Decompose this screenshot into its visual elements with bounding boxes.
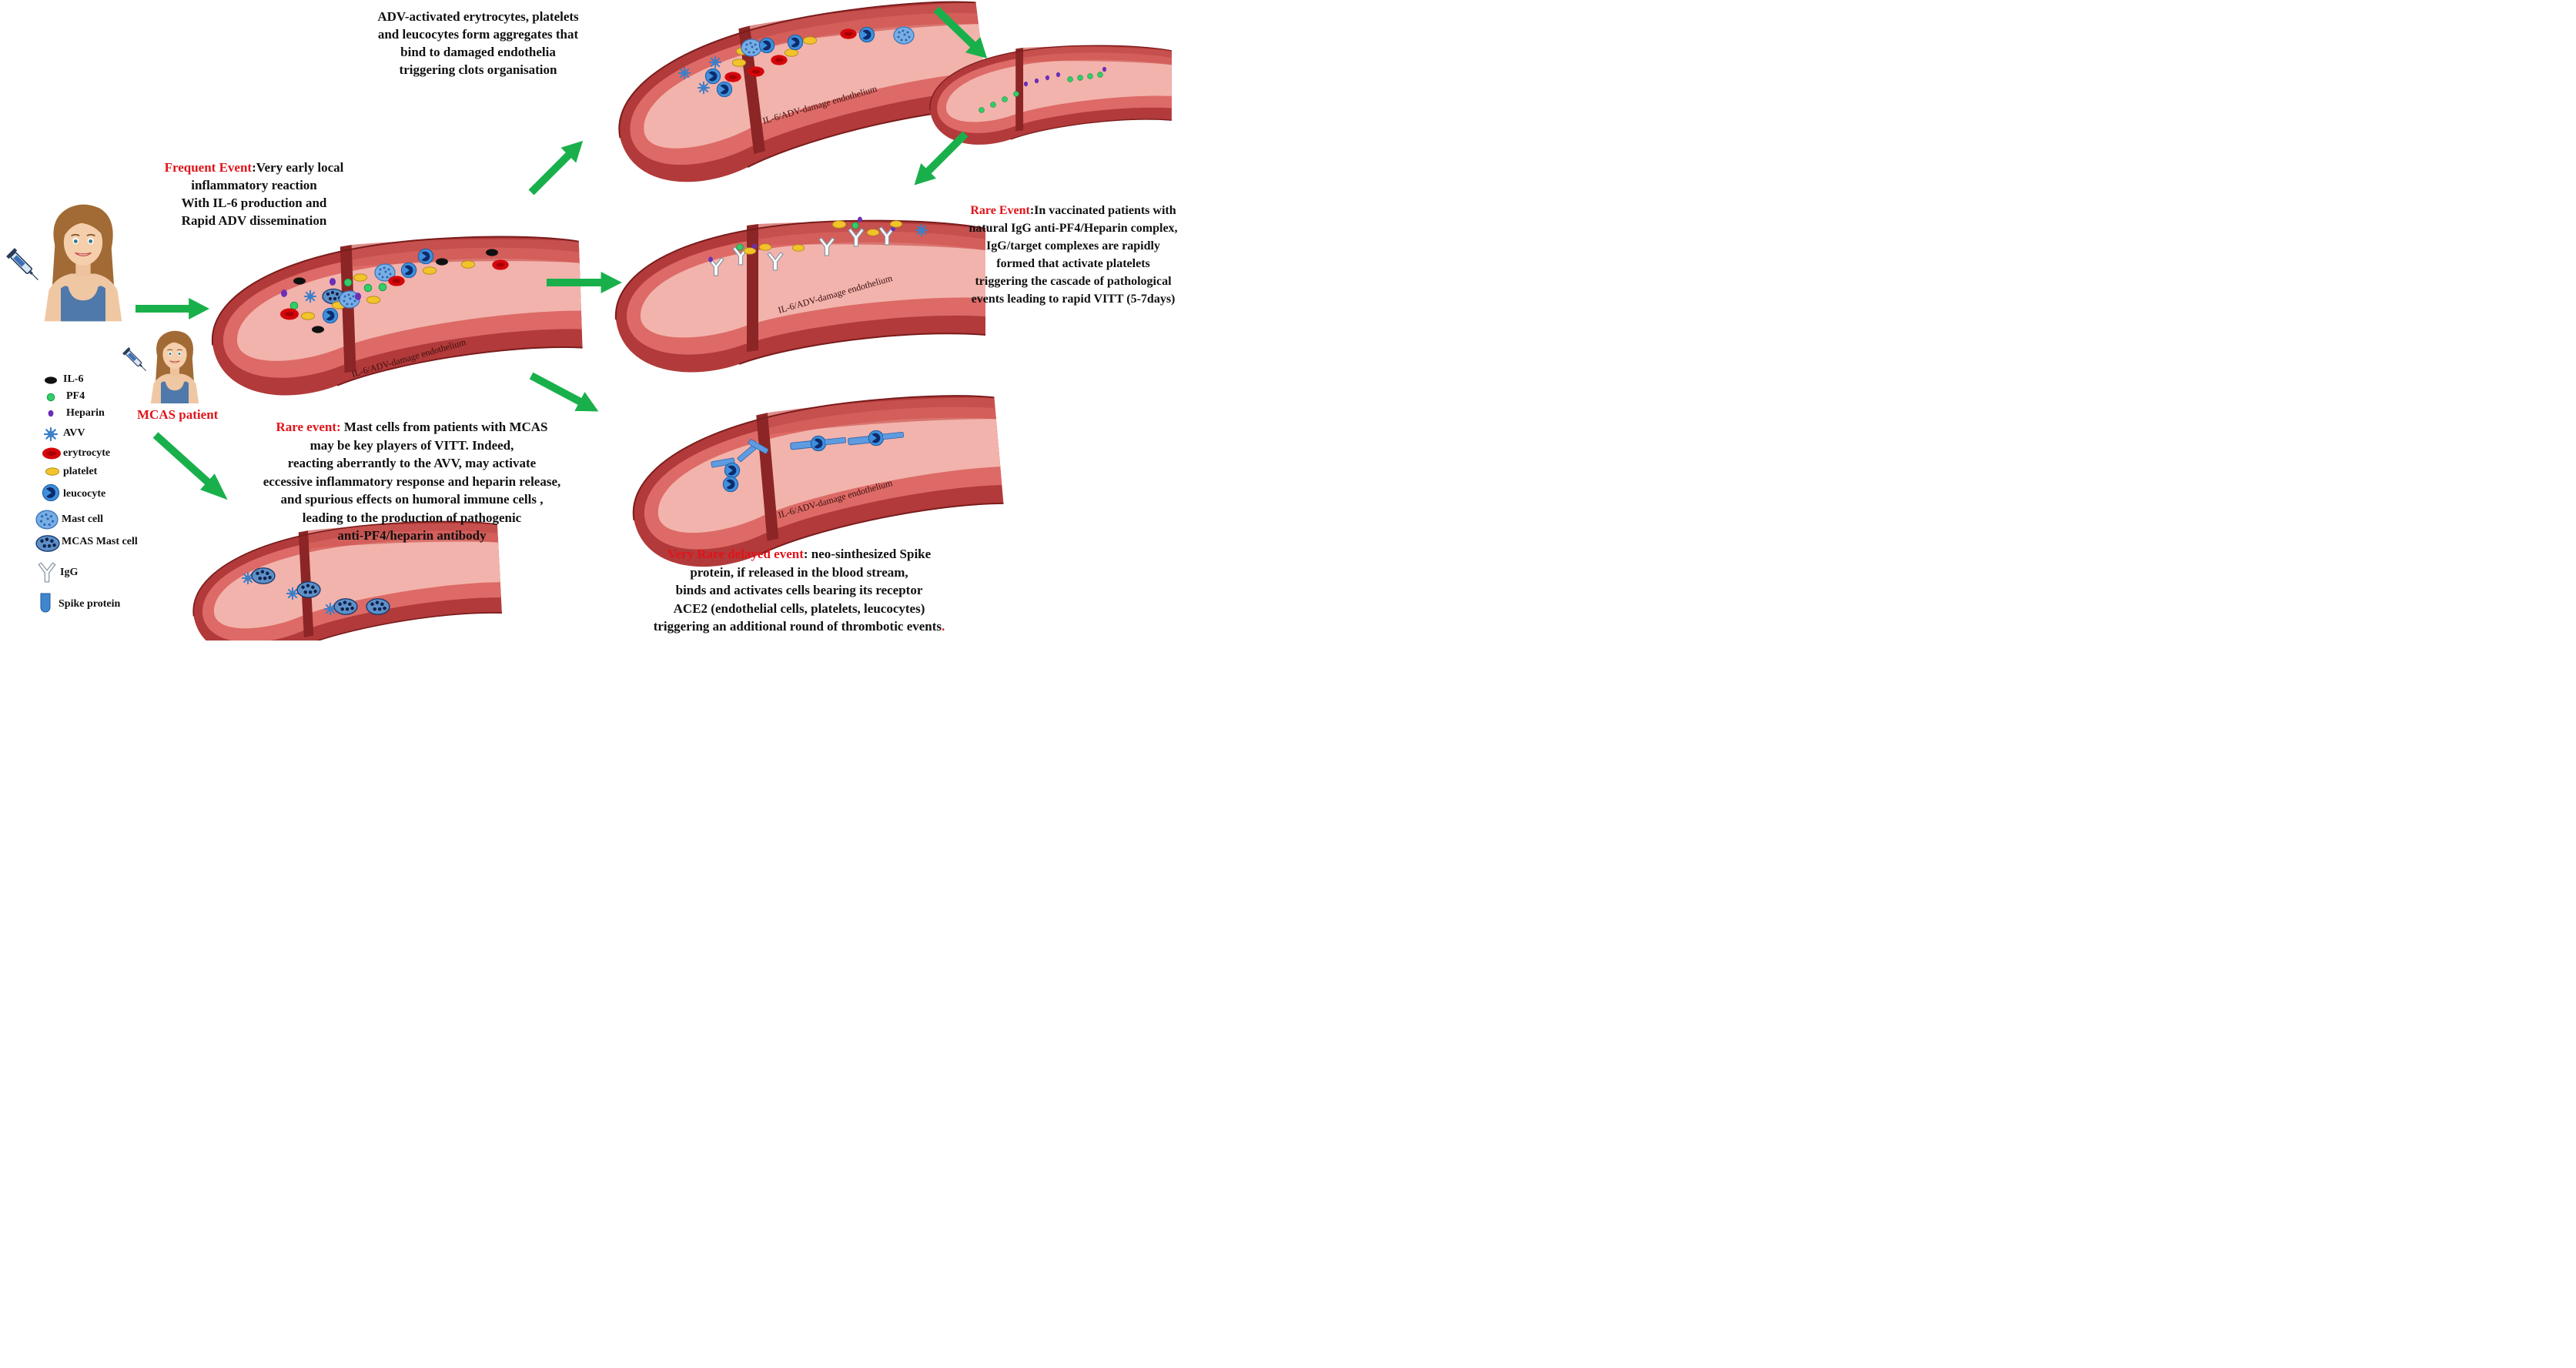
red-oval-icon [42,447,61,460]
patient-woman-icon [43,203,123,323]
mcas-patient-woman-icon [150,330,199,404]
text-line: eccessive inflammatory response and hepa… [263,473,561,489]
event-label: Rare event: [276,420,341,434]
event-label: Very Rare delayed event [667,547,804,561]
legend-label-il6: IL-6 [63,373,84,385]
mcas-patient-label: MCAS patient [137,407,219,422]
text-line-rest: :In vaccinated patients with [1029,204,1176,217]
blue-tube-icon [40,593,51,613]
legend-label-platelet: platelet [63,466,98,477]
legend-label-igg: IgG [60,567,79,578]
text-line-rest: :Very early local [252,160,344,175]
text-line: ADV-activated erytrocytes, platelets [377,9,579,24]
text-line: inflammatory reaction [191,178,317,192]
legend-label-pf4: PF4 [66,390,85,402]
text-line-rest: Mast cells from patients with MCAS [340,420,548,434]
event-label: Frequent Event [164,160,253,175]
text-line: triggering the cascade of pathological [975,275,1172,288]
text-line-body: triggering an additional round of thromb… [653,619,942,634]
yellow-oval-icon [45,467,60,476]
text-line: IgG/target complexes are rapidly [986,239,1160,253]
text-delayed-event: Very Rare delayed event: neo-sinthesized… [622,545,976,636]
diagram-canvas: IL-6/ADV-damage endothelium IL-6/ADV-dam… [0,0,1207,641]
text-line: leading to the production of pathogenic [302,510,522,525]
text-line: events leading to rapid VITT (5-7days) [971,293,1176,306]
text-line: Rare event: Mast cells from patients wit… [223,418,601,436]
syringe-icon [5,247,43,285]
dark-granular-cell-icon [35,535,60,552]
text-line: may be key players of VITT. Indeed, [309,437,514,453]
arrow-to-aggregates [524,132,591,200]
diagram-artwork: IL-6/ADV-damage endothelium IL-6/ADV-dam… [5,0,1173,641]
text-line: anti-PF4/heparin antibody [337,528,487,543]
text-line: bind to damaged endothelia [400,45,556,59]
y-antibody-icon [38,562,56,583]
syringe-icon [122,346,150,375]
text-line: Rapid ADV dissemination [181,213,327,228]
vessel-rare-event [614,219,986,373]
blue-star-icon [43,426,59,442]
text-line: ACE2 (endothelial cells, platelets, leuc… [673,600,925,616]
arrow-patient-to-vessel [135,298,209,319]
text-line: triggering an additional round of thromb… [622,617,976,636]
legend-label-mast-cell: Mast cell [62,513,104,525]
green-dot-icon [46,393,55,402]
text-line: protein, if released in the blood stream… [690,564,908,580]
legend-label-erytrocyte: erytrocyte [63,447,111,459]
text-aggregates: ADV-activated erytrocytes, platelets and… [343,8,613,79]
text-line: natural IgG anti-PF4/Heparin complex, [969,222,1178,235]
text-line-rest: : neo-sinthesized Spike [803,547,932,561]
arrow-to-spike [526,366,604,421]
legend-label-heparin: Heparin [66,407,105,419]
text-line: and leucocytes form aggregates that [377,27,579,42]
text-line: Rare Event:In vaccinated patients with [944,202,1203,219]
purple-dot-icon [48,410,54,417]
legend-label-spike-protein: Spike protein [59,598,121,610]
arrow-clot-to-rare [906,126,973,193]
legend-label-mcas-mast-cell: MCAS Mast cell [62,536,138,547]
text-line: Very Rare delayed event: neo-sinthesized… [622,545,976,564]
text-line: triggering clots organisation [399,62,557,77]
legend-label-leucocyte: leucocyte [63,488,106,500]
text-mcas-rare-event: Rare event: Mast cells from patients wit… [223,418,601,545]
vessel-frequent-event [208,232,585,399]
legend-label-avv: AVV [63,427,85,439]
blue-pacman-icon [42,483,60,502]
text-line: Frequent Event:Very early local [131,159,377,176]
black-oval-icon [45,376,57,384]
blue-granular-cell-icon [35,510,59,530]
text-line: reacting aberrantly to the AVV, may acti… [287,456,537,470]
text-line: and spurious effects on humoral immune c… [280,492,544,507]
text-rare-event: Rare Event:In vaccinated patients with n… [944,202,1203,308]
arrow-mcas-patient [148,426,236,508]
end-mark: . [942,619,945,634]
legend-icons [35,376,61,613]
event-label: Rare Event [970,204,1030,217]
text-frequent-event: Frequent Event:Very early local inflamma… [131,159,377,229]
text-line: With IL-6 production and [181,196,327,210]
text-line: formed that activate platelets [996,257,1150,270]
text-line: binds and activates cells bearing its re… [675,583,923,597]
